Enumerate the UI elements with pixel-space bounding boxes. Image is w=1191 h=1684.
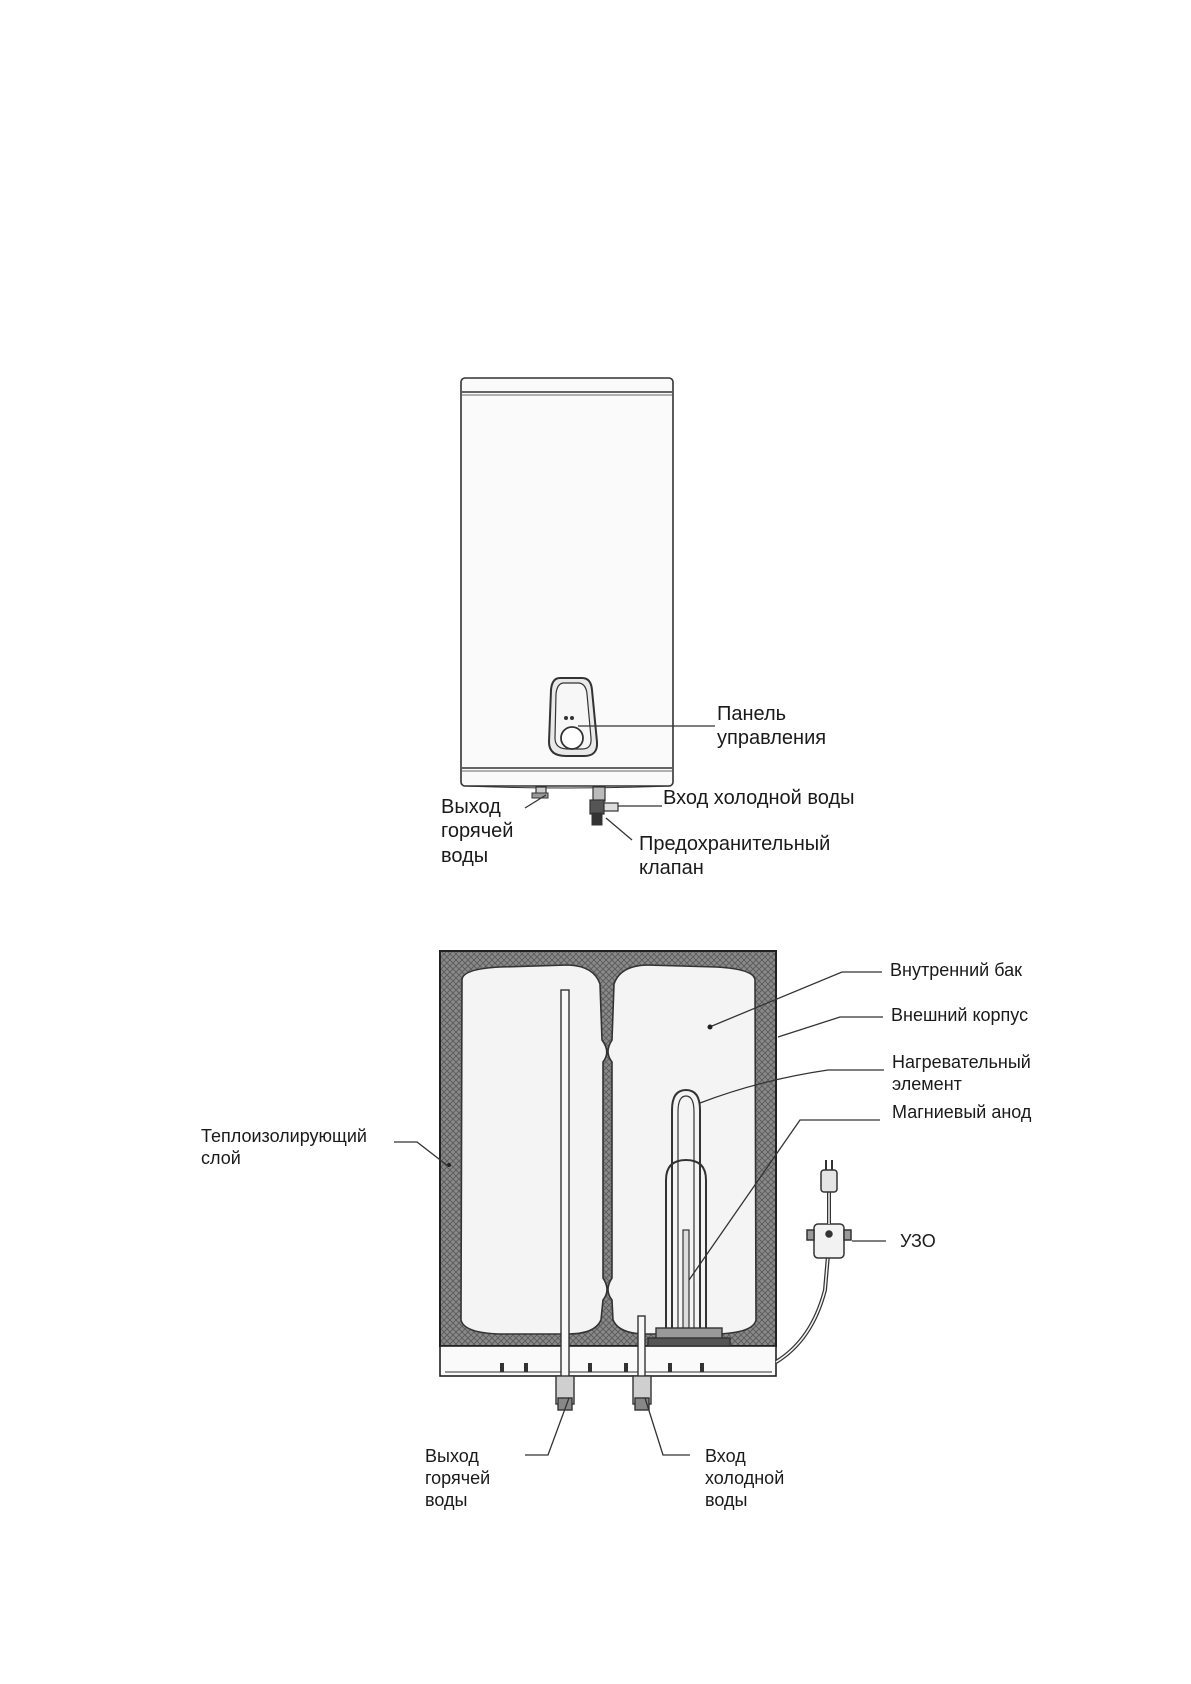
label-safety-valve: Предохранительный клапан bbox=[639, 833, 831, 880]
label-outer-casing: Внешний корпус bbox=[891, 1005, 1029, 1025]
label-inner-tank: Внутренний бак bbox=[890, 960, 1022, 980]
top-leader-lines bbox=[524, 725, 715, 841]
label-control-panel: Панель управления bbox=[717, 703, 827, 750]
power-cable bbox=[774, 1254, 830, 1364]
cold-water-pipe bbox=[632, 1315, 652, 1411]
rcd-device bbox=[806, 1192, 852, 1259]
heater-body bbox=[460, 377, 674, 787]
heating-element-shape bbox=[665, 1088, 707, 1330]
label-cold-water-in-bottom: Вход холодной воды bbox=[705, 1446, 785, 1510]
hot-outlet-pipe-front bbox=[531, 786, 549, 799]
heater-cutaway bbox=[439, 950, 852, 1411]
hot-water-pipe bbox=[555, 989, 575, 1411]
inner-tank-right bbox=[607, 964, 757, 1335]
label-cold-water-in-top: Вход холодной воды bbox=[663, 787, 855, 809]
control-panel-unit bbox=[547, 677, 599, 757]
label-hot-water-out-top: Выход горячей воды bbox=[441, 796, 514, 867]
power-plug bbox=[820, 1160, 838, 1193]
anode-rod bbox=[682, 1229, 690, 1331]
bottom-leader-lines bbox=[394, 971, 886, 1456]
label-insulation-layer: Теплоизолирующий слой bbox=[201, 1126, 367, 1168]
label-heating-element: Нагревательный элемент bbox=[892, 1052, 1031, 1094]
control-knob bbox=[560, 726, 584, 750]
safety-valve-front bbox=[589, 786, 619, 826]
heater-front-view bbox=[460, 377, 674, 826]
label-hot-water-out-bottom: Выход горячей воды bbox=[425, 1446, 491, 1510]
label-rcd: УЗО bbox=[900, 1231, 936, 1251]
label-magnesium-anode: Магниевый анод bbox=[892, 1102, 1032, 1122]
inner-tank-left bbox=[460, 964, 608, 1335]
heating-flange bbox=[647, 1327, 731, 1347]
